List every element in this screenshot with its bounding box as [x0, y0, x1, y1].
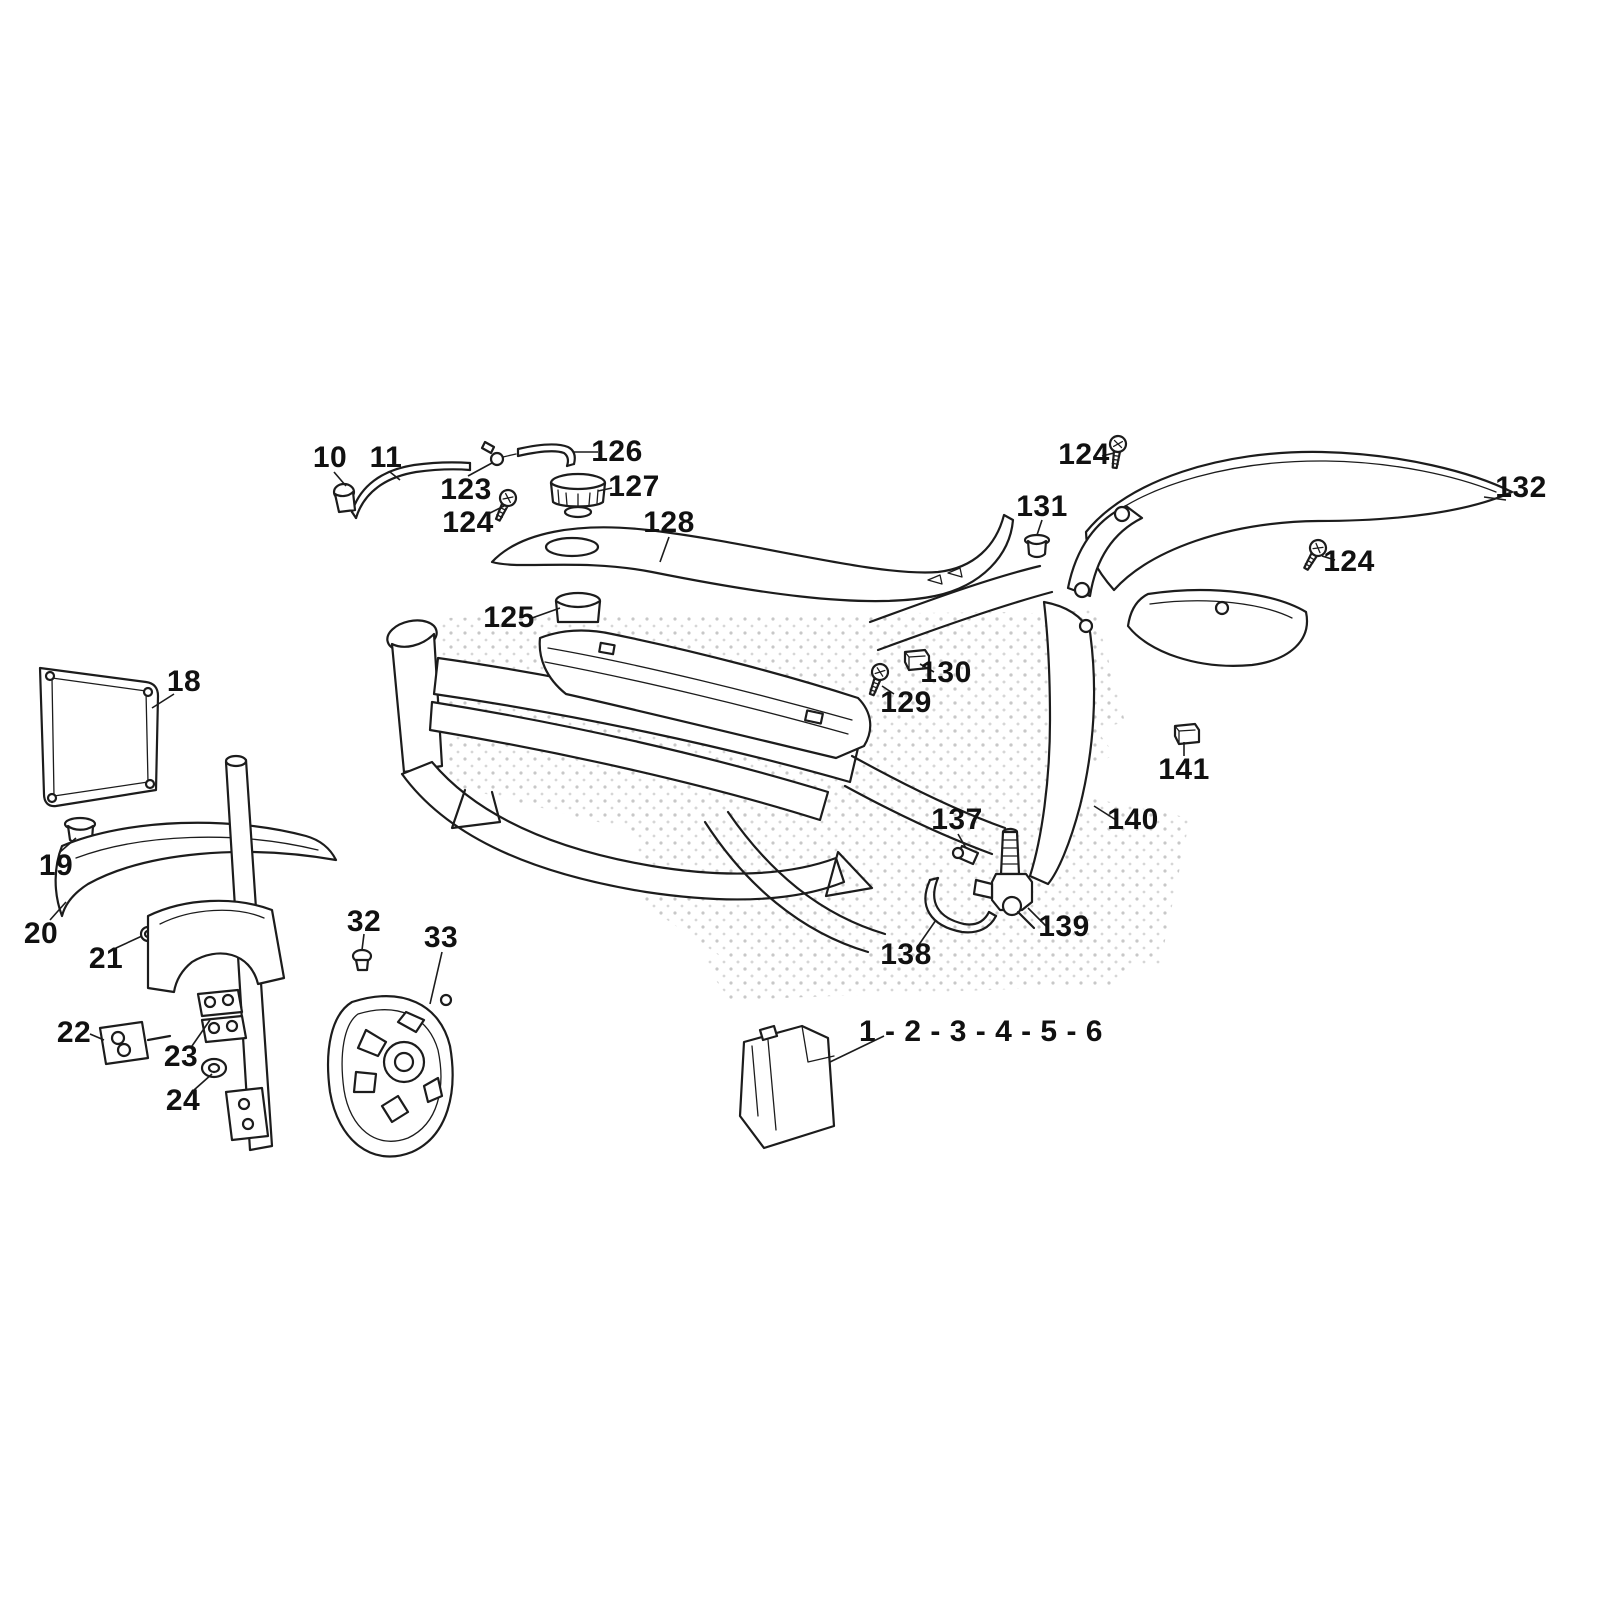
part-label-131: 131 — [1016, 490, 1068, 523]
part-139-fuel-tap — [972, 827, 1036, 930]
part-label-124-right: 124 — [1323, 545, 1375, 578]
part-label-22: 22 — [56, 1016, 92, 1049]
part-128-tank-cover — [490, 513, 1015, 603]
part-label-130: 130 — [920, 656, 972, 689]
part-138-fuel-hose — [924, 876, 998, 934]
part-137-fitting — [951, 844, 980, 866]
part-label-124-left: 124 — [442, 506, 494, 539]
part-125-fuel-tank — [538, 591, 872, 760]
part-131-grommet — [1023, 533, 1051, 559]
part-label-125: 125 — [483, 601, 535, 634]
part-label-33: 33 — [423, 921, 459, 954]
part-label-11: 11 — [369, 441, 403, 474]
part-11-breather-hose — [350, 461, 472, 520]
part-label-140: 140 — [1107, 803, 1159, 836]
part-10-hose-clamp — [332, 482, 357, 514]
part-123-fitting — [480, 440, 517, 467]
leader-lines — [49, 451, 1507, 1091]
part-label-32: 32 — [346, 905, 382, 938]
part-label-127: 127 — [608, 470, 660, 503]
part-141-clip-nut — [1173, 722, 1201, 746]
part-label-20: 20 — [23, 917, 59, 950]
part-label-139: 139 — [1038, 910, 1090, 943]
part-140-panel — [1028, 600, 1096, 886]
part-24-clamp-ring — [200, 1057, 228, 1079]
part-label-128: 128 — [643, 506, 695, 539]
part-18-number-plate — [38, 666, 160, 808]
part-132-fender-bracket — [1066, 504, 1144, 599]
part-132-rear-fender — [1084, 450, 1514, 592]
part-label-138: 138 — [880, 938, 932, 971]
part-126-breather-hose — [516, 443, 576, 468]
part-label-129: 129 — [880, 686, 932, 719]
part-label-137: 137 — [931, 803, 983, 836]
part-label-kit: 1 - 2 - 3 - 4 - 5 - 6 — [859, 1015, 1103, 1048]
part-label-18: 18 — [166, 665, 202, 698]
part-20-front-fender — [54, 821, 338, 918]
part-kit-bag — [738, 1024, 836, 1150]
part-32-bolt — [351, 948, 373, 972]
part-label-21: 21 — [88, 942, 124, 975]
part-label-141: 141 — [1158, 753, 1210, 786]
part-124-screw-top-right — [1105, 433, 1129, 470]
part-23-clamps — [196, 988, 248, 1044]
part-label-124-top-right: 124 — [1058, 438, 1110, 471]
part-label-23: 23 — [163, 1040, 199, 1073]
part-side-panel — [1126, 589, 1309, 667]
part-22-bracket — [98, 1020, 172, 1066]
part-label-10: 10 — [312, 441, 348, 474]
part-label-19: 19 — [38, 849, 74, 882]
part-label-123: 123 — [440, 473, 492, 506]
part-frame — [386, 564, 1054, 954]
part-label-126: 126 — [591, 435, 643, 468]
part-127-filler-cap — [549, 472, 607, 519]
part-label-132: 132 — [1495, 471, 1547, 504]
part-label-24: 24 — [165, 1084, 201, 1117]
part-33-disc-guard — [327, 993, 454, 1158]
